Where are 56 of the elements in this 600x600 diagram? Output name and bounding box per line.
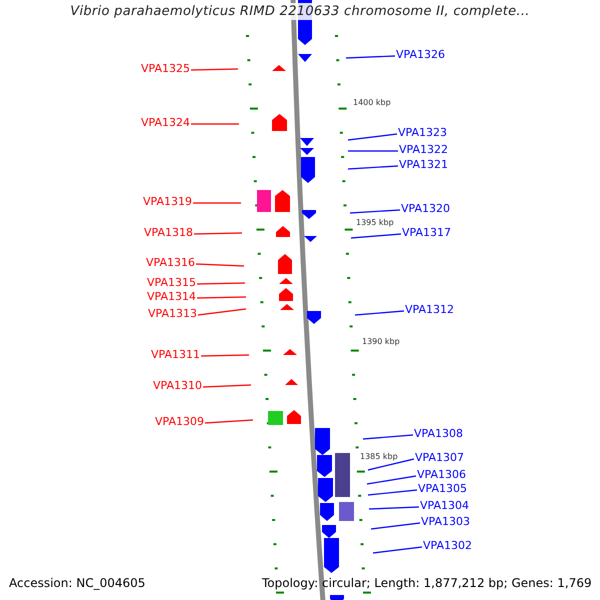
scale-label: 1385 kbp bbox=[360, 453, 398, 461]
gene-label: VPA1313 bbox=[148, 307, 197, 321]
leader-line bbox=[362, 434, 414, 440]
leader-line bbox=[346, 55, 396, 59]
scale-label: 1400 kbp bbox=[353, 99, 391, 107]
gene-label: VPA1325 bbox=[141, 62, 190, 76]
footer-text: Topology: circular; Length: 1,877,212 bp; Genes: 1,769 bbox=[262, 577, 592, 589]
leader-line bbox=[348, 165, 398, 170]
gene-label: VPA1317 bbox=[402, 226, 451, 240]
gene-label: VPA1302 bbox=[423, 539, 472, 553]
leader-line bbox=[354, 310, 404, 316]
leader-line bbox=[196, 263, 244, 267]
gene-label: VPA1308 bbox=[414, 427, 463, 441]
leader-line bbox=[348, 133, 398, 141]
gene-label: VPA1311 bbox=[151, 348, 200, 362]
gene-label: VPA1324 bbox=[141, 116, 190, 130]
gene-label: VPA1322 bbox=[399, 143, 448, 157]
leader-line bbox=[190, 68, 238, 71]
leader-line bbox=[198, 308, 246, 316]
gene-label: VPA1318 bbox=[144, 226, 193, 240]
footer-text: Accession: NC_004605 bbox=[9, 577, 146, 589]
leader-line bbox=[368, 458, 414, 471]
scale-label: 1395 kbp bbox=[356, 219, 394, 227]
leader-line bbox=[196, 282, 246, 285]
leader-line bbox=[191, 123, 239, 125]
gene-label: VPA1320 bbox=[401, 202, 450, 216]
leader-line bbox=[350, 209, 400, 214]
gene-label: VPA1305 bbox=[418, 482, 467, 496]
leader-line bbox=[196, 296, 246, 299]
gene-label: VPA1312 bbox=[405, 303, 454, 317]
gene-label: VPA1309 bbox=[155, 415, 204, 429]
gene-label: VPA1316 bbox=[146, 256, 195, 270]
scale-label: 1390 kbp bbox=[362, 338, 400, 346]
leader-line bbox=[194, 232, 242, 235]
leader-line bbox=[368, 489, 418, 496]
gene-label: VPA1304 bbox=[420, 499, 469, 513]
leader-line bbox=[368, 506, 420, 510]
leader-line bbox=[193, 202, 241, 204]
leader-line bbox=[350, 233, 402, 239]
gene-label: VPA1310 bbox=[153, 379, 202, 393]
gene-label: VPA1323 bbox=[398, 126, 447, 140]
leader-line bbox=[370, 522, 420, 530]
gene-label: VPA1306 bbox=[417, 468, 466, 482]
gene-label: VPA1319 bbox=[143, 195, 192, 209]
gene-label: VPA1307 bbox=[415, 451, 464, 465]
leader-line bbox=[372, 546, 422, 554]
leader-line bbox=[204, 419, 254, 424]
leader-line bbox=[366, 475, 416, 485]
gene-label: VPA1326 bbox=[396, 48, 445, 62]
leader-line bbox=[200, 354, 250, 357]
gene-label: VPA1303 bbox=[421, 515, 470, 529]
leader-line bbox=[202, 384, 252, 388]
leader-line bbox=[348, 150, 398, 152]
gene-label: VPA1321 bbox=[399, 158, 448, 172]
gene-label: VPA1315 bbox=[147, 276, 196, 290]
gene-label: VPA1314 bbox=[147, 290, 196, 304]
